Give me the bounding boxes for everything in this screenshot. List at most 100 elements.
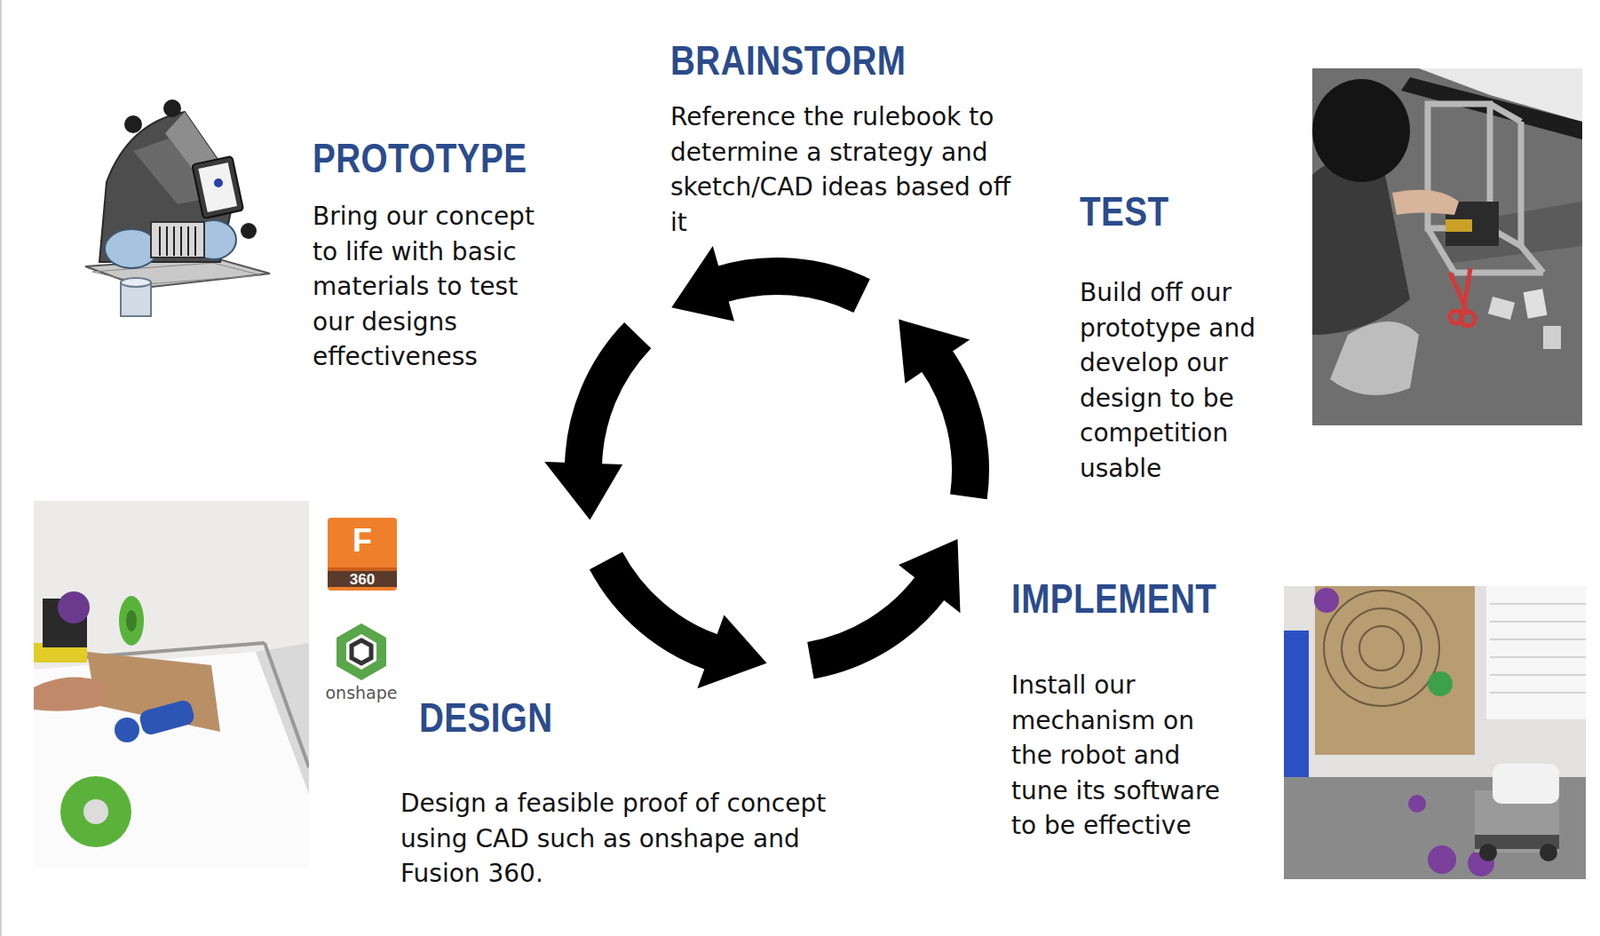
cad-model-part-part — [166, 226, 168, 256]
cad-model-part-part — [173, 226, 175, 256]
design-photo — [33, 500, 309, 869]
photo-scene-part-part — [1449, 310, 1463, 324]
photo-scene-part-part — [1341, 608, 1422, 689]
photo-scene-part — [114, 717, 140, 743]
photo-scene-part — [1314, 586, 1475, 755]
photo-scene-part — [1488, 296, 1515, 320]
cycle-arrow-body — [810, 586, 932, 661]
photo-scene — [1312, 68, 1583, 426]
photo-scene-part — [1427, 671, 1453, 697]
photo-scene-part — [1479, 843, 1498, 862]
photo-scene-part — [1408, 794, 1426, 813]
logo-text: F — [325, 522, 399, 559]
photo-scene-part — [1314, 587, 1339, 613]
photo-scene-part — [1492, 763, 1560, 804]
cad-model-part — [163, 99, 182, 118]
stage-node: BRAINSTORM Reference the rulebook to dete… — [670, 37, 1026, 240]
cycle-arrow-body — [935, 358, 971, 497]
cycle-arrow-head — [898, 319, 970, 384]
photo-scene-part — [1523, 288, 1548, 318]
stage-heading: TEST — [1079, 188, 1270, 235]
photo-scene-part-part — [1463, 268, 1471, 313]
photo-scene-part — [137, 698, 196, 737]
cad-model-part-part — [180, 226, 183, 256]
photo-scene-part — [118, 595, 144, 646]
photo-scene-part-part — [1359, 625, 1404, 671]
cad-model-part — [124, 115, 143, 134]
photo-scene-part — [33, 677, 105, 712]
cycle-arrow-head — [671, 245, 735, 322]
cad-model — [85, 99, 270, 317]
photo-scene-part-part — [1489, 691, 1586, 694]
photo-scene-part — [1445, 219, 1473, 232]
stage-node: PROTOTYPE Bring our concept to life with … — [312, 134, 563, 375]
photo-scene-part — [255, 642, 309, 794]
photo-scene-part — [1330, 321, 1419, 396]
stage-node: IMPLEMENT Install our mechanism on the ro… — [1011, 575, 1241, 844]
cycle-arrow-head — [544, 461, 623, 521]
photo-scene-part — [33, 651, 309, 869]
photo-scene-part — [1312, 158, 1410, 335]
photo-scene-part — [1489, 603, 1586, 693]
photo-scene-part — [1486, 586, 1586, 720]
photo-scene-part-part — [1489, 638, 1586, 641]
photo-scene — [1283, 586, 1586, 880]
cycle-arrow-head — [697, 615, 767, 690]
cycle-arrow-body — [583, 335, 638, 468]
photo-scene-part — [1539, 843, 1558, 862]
photo-scene-part-part — [1518, 121, 1525, 246]
onshape-logo — [330, 620, 393, 683]
logo-shape-part — [346, 633, 377, 670]
photo-scene-part — [1312, 68, 1583, 426]
photo-scene-part — [126, 609, 137, 632]
photo-scene — [33, 500, 309, 869]
implement-photo — [1283, 586, 1586, 880]
cad-model-part-part — [187, 226, 190, 256]
photo-scene-part — [83, 799, 109, 824]
cycle-arrow-body — [720, 276, 862, 296]
photo-scene-part — [1449, 268, 1475, 326]
photo-scene-part — [1427, 103, 1544, 273]
photo-scene-part — [264, 642, 309, 768]
photo-scene-part — [1427, 845, 1457, 874]
photo-scene-part-part — [1489, 673, 1586, 676]
logo-text: onshape — [316, 682, 406, 703]
stage-heading: IMPLEMENT — [1011, 575, 1204, 622]
cad-model-part-part — [194, 226, 197, 256]
photo-scene-part — [1392, 190, 1459, 215]
logo-shape-part — [351, 640, 372, 664]
logo-shape-part — [327, 567, 397, 571]
cad-model-part — [191, 156, 244, 219]
cad-model-part — [240, 222, 257, 239]
photo-scene-part-part — [1489, 656, 1586, 658]
stage-heading: DESIGN — [419, 694, 777, 741]
cad-model-part — [120, 277, 151, 287]
test-photo — [1312, 68, 1583, 426]
stage-node: TESTBuild off our prototype and develop … — [1079, 188, 1307, 486]
stage-description: Bring our concept to life with basic mat… — [312, 198, 563, 375]
stage-description: Design a feasible proof of concept using… — [400, 785, 846, 892]
logo-shape — [336, 623, 387, 681]
cad-model-part-part — [158, 226, 161, 256]
stage-description: Reference the rulebook to determine a st… — [670, 99, 1026, 240]
stage-heading: PROTOTYPE — [312, 134, 523, 182]
cad-model-part — [198, 162, 238, 213]
stage-node: DESIGNDesign a feasible proof of concept… — [419, 694, 846, 892]
photo-scene-part — [1283, 586, 1586, 880]
stage-heading: BRAINSTORM — [670, 37, 969, 84]
photo-scene-part — [1283, 630, 1309, 800]
cad-model-part — [159, 226, 196, 256]
photo-scene-part — [1312, 79, 1410, 183]
photo-scene-part — [57, 591, 90, 624]
logo-shape-part — [336, 623, 387, 681]
cycle-arrow-body — [606, 560, 715, 653]
photo-scene-part-part — [1489, 103, 1521, 122]
stage-description: Install our mechanism on the robot and t… — [1011, 667, 1241, 844]
cad-model-part — [150, 221, 205, 258]
cad-render — [79, 97, 278, 320]
photo-scene-part — [60, 776, 132, 848]
cad-model-part — [213, 178, 223, 188]
photo-scene-part-part — [1520, 245, 1544, 273]
photo-scene-part — [1543, 325, 1561, 349]
